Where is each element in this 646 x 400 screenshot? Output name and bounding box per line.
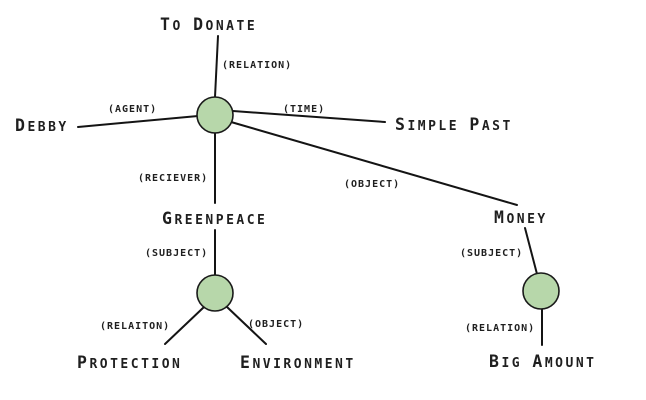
label-to-donate: TO DONATE xyxy=(160,15,257,34)
edge-label-reciever: (RECIEVER) xyxy=(138,173,208,184)
nodes xyxy=(196,96,560,312)
label-greenpeace: GREENPEACE xyxy=(162,209,267,228)
label-simple-past: SIMPLE PAST xyxy=(395,115,513,134)
label-environment: ENVIRONMENT xyxy=(240,353,356,372)
edge-node2-environment xyxy=(226,306,267,345)
label-debby: DEBBY xyxy=(15,116,69,135)
relation-labels: (RELATION) (AGENT) (TIME) (RECIEVER) (OB… xyxy=(100,60,535,334)
edge-node2-protection xyxy=(164,306,205,345)
edge-label-subject-right: (SUBJECT) xyxy=(460,248,523,259)
label-big-amount: BIG AMOUNT xyxy=(489,352,597,371)
edge-label-subject-left: (SUBJECT) xyxy=(145,248,208,259)
edge-label-relaiton-lower-left: (RELAITON) xyxy=(100,321,170,332)
edge-label-agent: (AGENT) xyxy=(108,104,157,115)
relation-node-main xyxy=(196,96,234,134)
edge-label-object-lower: (OBJECT) xyxy=(248,319,304,330)
edge-node1-money xyxy=(230,121,518,206)
edge-todonate-node1 xyxy=(214,35,219,98)
edge-label-relation-top: (RELATION) xyxy=(222,60,292,71)
relation-node-greenpeace xyxy=(196,274,234,312)
edge-label-time: (TIME) xyxy=(283,104,325,115)
label-money: MONEY xyxy=(494,208,548,227)
edge-debby-node1 xyxy=(77,115,199,128)
relation-node-money xyxy=(522,272,560,310)
edge-label-object-upper: (OBJECT) xyxy=(344,179,400,190)
label-protection: PROTECTION xyxy=(77,353,182,372)
edge-money-node3 xyxy=(524,227,538,275)
edges xyxy=(77,35,543,346)
concept-labels: TO DONATE DEBBY SIMPLE PAST GREENPEACE M… xyxy=(15,15,597,372)
edge-node1-simplepast xyxy=(232,110,386,123)
edge-label-relation-lower-right: (RELATION) xyxy=(465,323,535,334)
